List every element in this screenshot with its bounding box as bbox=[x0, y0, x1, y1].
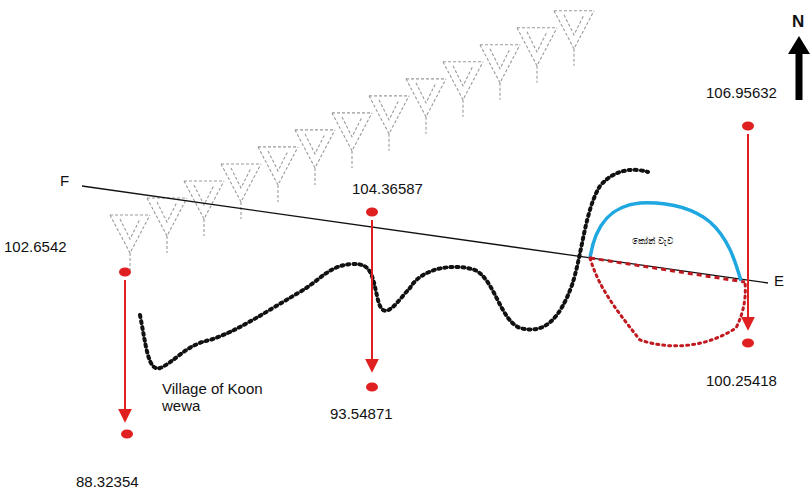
tree-symbol bbox=[406, 79, 446, 134]
tree-symbol bbox=[147, 198, 187, 253]
tank-name: කෝන් වැව bbox=[632, 236, 673, 246]
tree-symbol bbox=[554, 11, 594, 66]
point-label: F bbox=[60, 172, 69, 189]
village-name: Village of Koon wewa bbox=[162, 380, 272, 415]
tree-symbol bbox=[517, 28, 557, 83]
tank-chord bbox=[590, 258, 745, 282]
tree-symbol bbox=[480, 45, 520, 100]
level-value: 106.95632 bbox=[706, 84, 777, 101]
tree-symbol bbox=[110, 215, 150, 270]
level-markers bbox=[119, 122, 754, 439]
level-value: 100.25418 bbox=[706, 372, 777, 389]
tree-symbol bbox=[443, 62, 483, 117]
tree-symbol bbox=[184, 181, 224, 236]
village-boundary bbox=[140, 170, 648, 369]
level-value: 93.54871 bbox=[330, 405, 393, 422]
tree-symbol bbox=[295, 130, 335, 185]
tree-symbol bbox=[369, 96, 409, 151]
section-line bbox=[82, 186, 768, 283]
tree-symbol bbox=[332, 113, 372, 168]
tree-row bbox=[110, 11, 594, 270]
north-arrow-head bbox=[788, 36, 810, 54]
tree-symbol bbox=[258, 147, 298, 202]
level-value: 88.32354 bbox=[76, 473, 139, 490]
level-value: 104.36587 bbox=[352, 180, 423, 197]
level-value: 102.6542 bbox=[4, 238, 67, 255]
north-label: N bbox=[792, 12, 804, 32]
tank-area bbox=[590, 258, 745, 346]
north-arrow bbox=[796, 52, 803, 100]
point-label: E bbox=[774, 272, 784, 289]
